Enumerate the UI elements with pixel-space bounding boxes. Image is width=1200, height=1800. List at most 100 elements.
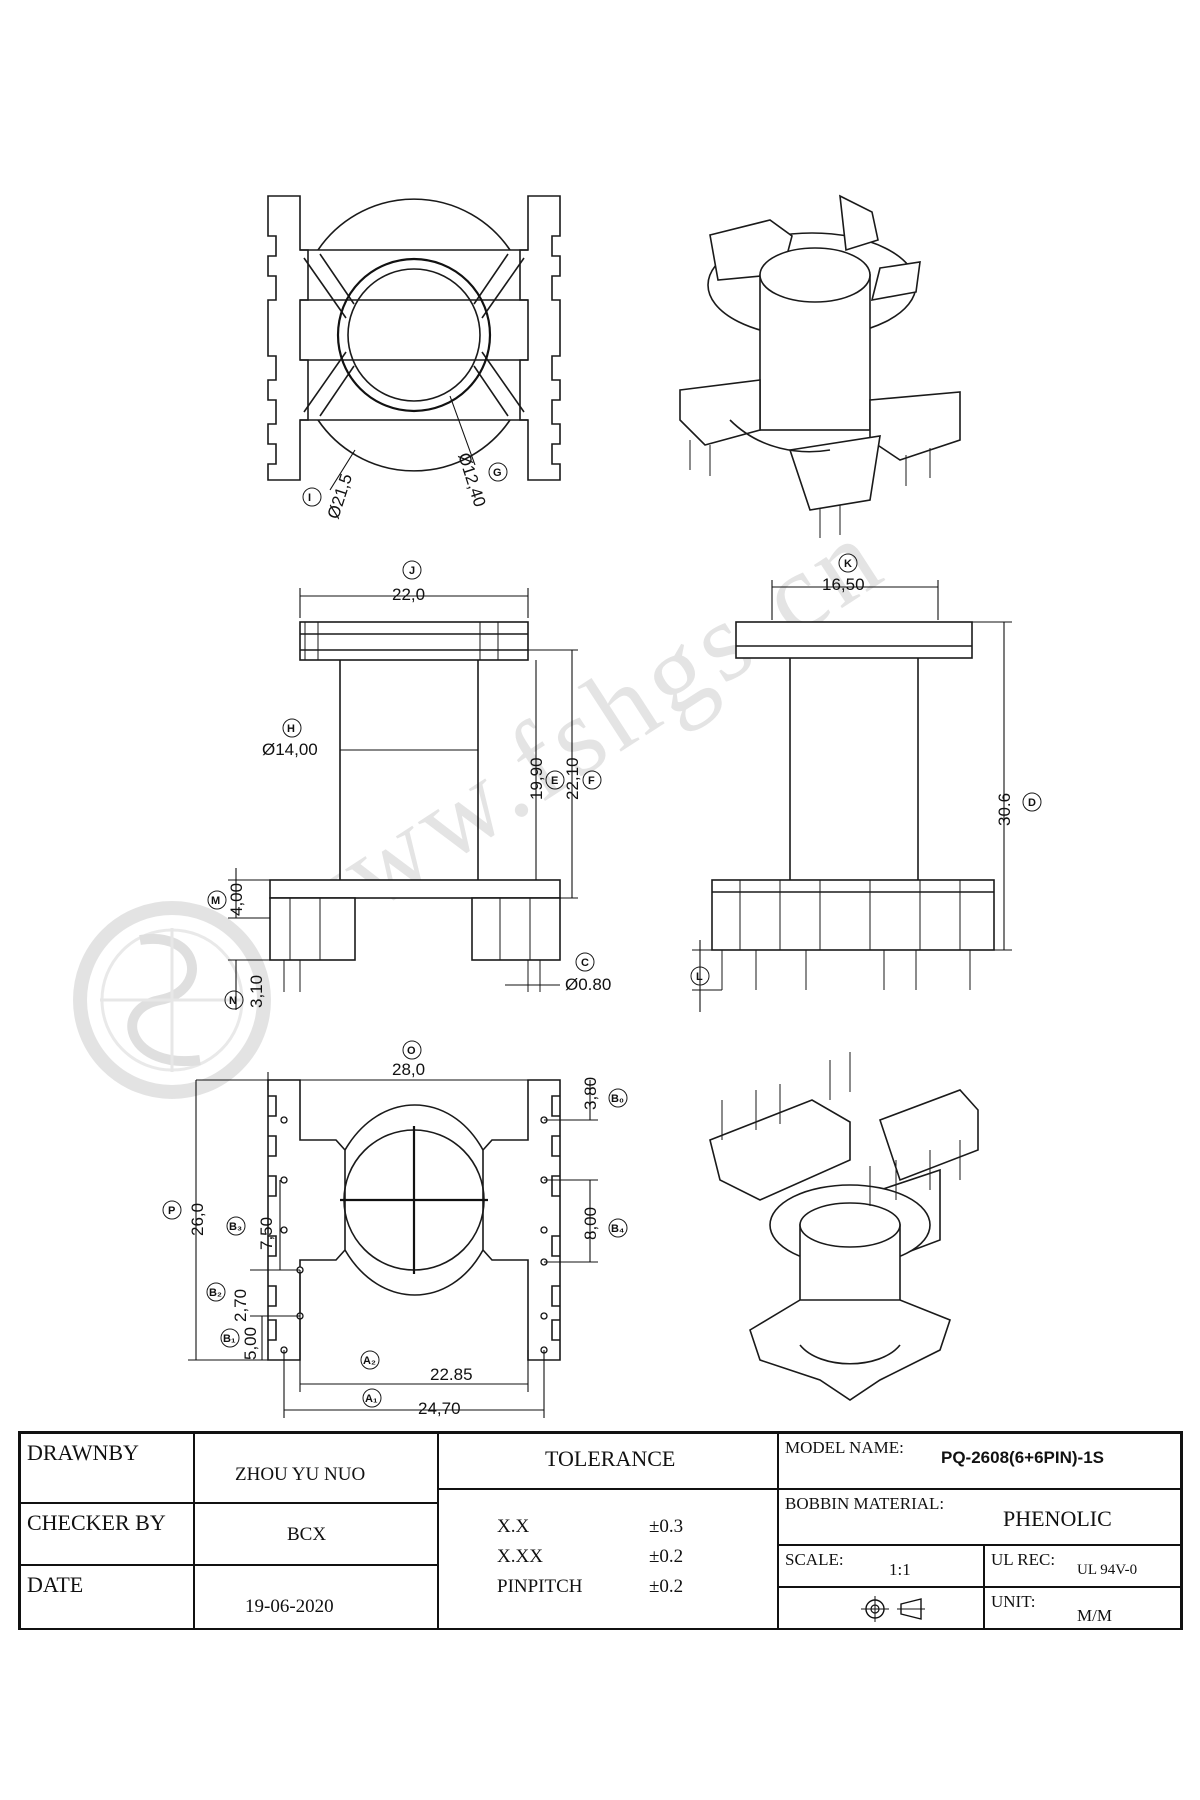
svg-text:G: G — [493, 467, 502, 479]
svg-text:C: C — [581, 957, 589, 969]
top-view-left-frame — [267, 195, 309, 481]
dim-N-value: 3,10 — [247, 975, 266, 1008]
dim-A1-value: 24,70 — [418, 1399, 461, 1418]
top-view: Ø21,5 Ø12,40 I G — [267, 195, 561, 521]
dim-J-value: 22,0 — [392, 585, 425, 604]
unit-value: M/M — [1077, 1606, 1112, 1625]
label-B3: B₃ — [226, 1216, 246, 1236]
dim-A2-value: 22.85 — [430, 1365, 473, 1384]
svg-text:B₄: B₄ — [611, 1223, 624, 1235]
svg-text:B₃: B₃ — [229, 1221, 242, 1233]
label-B2: B₂ — [206, 1282, 226, 1302]
label-B0: B₀ — [608, 1088, 628, 1108]
svg-text:N: N — [229, 995, 237, 1007]
dim-I-value: Ø21,5 — [324, 471, 356, 521]
label-A1: A₁ — [362, 1388, 382, 1408]
label-J: J — [402, 560, 422, 580]
label-O: O — [402, 1040, 422, 1060]
ul-cell: UL REC: UL 94V-0 — [984, 1545, 1181, 1587]
dim-M-value: 4,00 — [227, 883, 246, 916]
model-value: PQ-2608(6+6PIN)-1S — [941, 1448, 1104, 1467]
ul-value: UL 94V-0 — [1077, 1562, 1138, 1578]
svg-text:E: E — [551, 775, 558, 787]
dim-K-value: 16,50 — [822, 575, 865, 594]
date-value-cell: 19-06-2020 — [194, 1565, 438, 1630]
ul-label: UL REC: — [991, 1550, 1056, 1569]
label-B1: B₁ — [220, 1328, 240, 1348]
scale-label: SCALE: — [785, 1550, 844, 1569]
checker-label: CHECKER BY — [27, 1510, 166, 1535]
label-N: N — [224, 990, 244, 1010]
dim-H-value: Ø14,00 — [262, 740, 318, 759]
tolerance-header-cell: TOLERANCE — [438, 1433, 778, 1489]
svg-text:F: F — [588, 775, 595, 787]
watermark-logo — [73, 901, 271, 1099]
material-label: BOBBIN MATERIAL: — [785, 1494, 945, 1513]
dim-B4-value: 8,00 — [581, 1207, 600, 1240]
scale-value: 1:1 — [889, 1560, 911, 1579]
date-label: DATE — [27, 1572, 84, 1597]
bottom-view: 28,0 O 26,0 P 3,80 B₀ 8,00 B₄ 7,50 B₃ 2,… — [162, 1040, 628, 1418]
tolerance-key-2: X.XX — [497, 1546, 543, 1567]
projection-cell — [778, 1587, 984, 1630]
dim-P-value: 26,0 — [188, 1203, 207, 1236]
svg-text:B₀: B₀ — [611, 1093, 624, 1105]
drawnby-value-cell: ZHOU YU NUO — [194, 1433, 438, 1503]
svg-text:P: P — [168, 1205, 175, 1217]
dim-B0-value: 3,80 — [581, 1077, 600, 1110]
drawnby-label-cell: DRAWNBY — [20, 1433, 194, 1503]
label-K: K — [838, 553, 858, 573]
iso-view-bottom — [709, 1052, 979, 1401]
title-block: DRAWNBY ZHOU YU NUO CHECKER BY BCX DATE … — [18, 1431, 1183, 1630]
label-D: D — [1022, 792, 1042, 812]
label-H: H — [282, 718, 302, 738]
dim-F-value: 22,10 — [563, 757, 582, 800]
dim-O-value: 28,0 — [392, 1060, 425, 1079]
label-P: P — [162, 1200, 182, 1220]
drawnby-label: DRAWNBY — [27, 1440, 139, 1465]
svg-text:L: L — [696, 971, 703, 983]
tolerance-key-1: X.X — [497, 1516, 530, 1537]
svg-text:I: I — [308, 492, 311, 504]
dim-B3-value: 7,50 — [257, 1217, 276, 1250]
label-I: I — [302, 487, 322, 507]
tolerance-value-1: ±0.3 — [649, 1516, 684, 1537]
dim-C-value: Ø0.80 — [565, 975, 611, 994]
iso-view-top — [679, 194, 961, 538]
dim-G-value: Ø12,40 — [454, 450, 489, 509]
dim-B1-value: 5,00 — [241, 1327, 260, 1360]
dim-E-value: 19,90 — [527, 757, 546, 800]
core-circle — [336, 257, 492, 413]
flange-outline — [317, 198, 511, 251]
svg-text:H: H — [287, 723, 295, 735]
label-A2: A₂ — [360, 1350, 380, 1370]
svg-text:K: K — [844, 558, 852, 570]
label-F: F — [582, 770, 602, 790]
date-value: 19-06-2020 — [245, 1596, 334, 1617]
model-label: MODEL NAME: — [785, 1438, 904, 1457]
tolerance-value-3: ±0.2 — [649, 1576, 684, 1597]
checker-label-cell: CHECKER BY — [20, 1503, 194, 1565]
tolerance-key-3: PINPITCH — [497, 1576, 583, 1597]
svg-text:B₂: B₂ — [209, 1287, 222, 1299]
label-L: L — [690, 966, 710, 986]
front-view: 22,0 J Ø14,00 H 19,90 E 22,10 F 4,00 M 3… — [207, 560, 611, 1010]
tolerance-values-cell: X.X ±0.3 X.XX ±0.2 PINPITCH ±0.2 — [438, 1489, 778, 1630]
svg-text:D: D — [1028, 797, 1036, 809]
svg-text:A₁: A₁ — [365, 1393, 378, 1405]
checker-value-cell: BCX — [194, 1503, 438, 1565]
label-G: G — [488, 462, 508, 482]
dim-B2-value: 2,70 — [231, 1289, 250, 1322]
svg-text:J: J — [409, 565, 415, 577]
material-cell: BOBBIN MATERIAL: PHENOLIC — [778, 1489, 1181, 1545]
watermark: www.fshgs.cn — [73, 493, 905, 1099]
label-E: E — [545, 770, 565, 790]
date-label-cell: DATE — [20, 1565, 194, 1630]
scale-cell: SCALE: 1:1 — [778, 1545, 984, 1587]
label-B4: B₄ — [608, 1218, 628, 1238]
drawnby-value: ZHOU YU NUO — [235, 1464, 366, 1485]
dim-D-value: 30.6 — [995, 793, 1014, 826]
label-M: M — [207, 890, 227, 910]
unit-cell: UNIT: M/M — [984, 1587, 1181, 1630]
